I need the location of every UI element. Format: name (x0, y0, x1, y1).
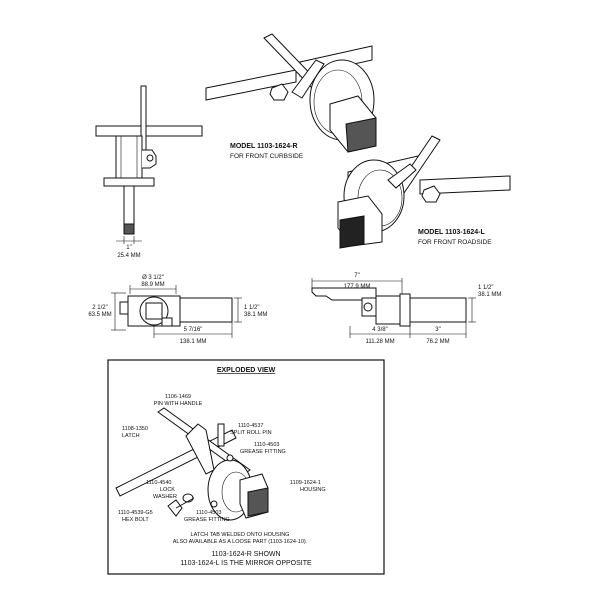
label-grease1-part: 1110-4503 (254, 442, 280, 448)
side-view-shank (123, 185, 135, 225)
exploded-view: EXPLODED VIEW 1106-1469 PIN WITH HANDLE … (107, 359, 385, 575)
front-view-flange (399, 293, 411, 327)
model-l-subtitle: FOR FRONT ROADSIDE (418, 239, 492, 246)
top-view-bottom-in: 5 7/16" (184, 327, 203, 333)
exploded-grease-fitting-2 (210, 500, 218, 508)
shown-line-1: 1103-1624-R SHOWN (211, 551, 280, 558)
front-view-top-mm: 177.9 MM (344, 284, 371, 290)
side-view-shank-tip (123, 223, 135, 235)
label-housing-desc: HOUSING (300, 487, 326, 493)
label-washer-part: 1110-4540 (146, 480, 172, 486)
exploded-grease-fitting-1 (226, 454, 234, 462)
front-view-right-in: 1 1/2" (478, 285, 493, 291)
side-view-housing (115, 135, 143, 179)
label-housing-part: 1109-1624-1 (290, 480, 321, 486)
label-latch-desc: LATCH (122, 433, 140, 439)
top-view-left-in: 2 1/2" (92, 305, 107, 311)
exploded-roll-pin (217, 423, 225, 447)
top-view-right-in: 1 1/2" (244, 305, 259, 311)
front-view-bar (311, 287, 377, 301)
front-view-end-mm: 76.2 MM (426, 339, 449, 345)
top-view-left-mm: 63.5 MM (88, 312, 111, 318)
front-view-shank (409, 297, 467, 323)
model-l-title: MODEL 1103-1624-L (418, 229, 486, 236)
front-view-housing (375, 295, 401, 325)
iso-r-bar-left (205, 69, 297, 101)
exploded-pin-handle (185, 423, 215, 475)
side-view-dim-mm: 25.4 MM (117, 253, 140, 259)
model-r-subtitle: FOR FRONT CURBSIDE (230, 153, 304, 160)
front-view-mid-mm: 111.28 MM (365, 339, 394, 345)
top-view-dia-in: Ø 3 1/2" (142, 275, 164, 281)
front-view-right-mm: 38.1 MM (478, 292, 501, 298)
label-grease2-desc: GREASE FITTING (184, 517, 230, 523)
label-roll-desc: SPLIT ROLL PIN (230, 430, 272, 436)
iso-r-bolt (269, 83, 289, 101)
front-view-end-in: 3" (435, 327, 440, 333)
label-grease2-part: 1110-4503 (196, 510, 222, 516)
side-view: 1" 25.4 MM (95, 85, 203, 259)
front-view-top-in: 7" (354, 273, 359, 279)
front-view-bolt (363, 302, 373, 312)
iso-l-bar-right (419, 175, 511, 195)
shown-line-2: 1103-1624-L IS THE MIRROR OPPOSITE (180, 560, 312, 567)
side-view-dim-in: 1" (126, 245, 131, 251)
label-bolt-part: 1110-4539-G5 (118, 510, 153, 516)
top-view: Ø 3 1/2" 88.9 MM 2 1/2" 63.5 MM 1 1/2" 3… (88, 275, 267, 345)
top-view-bolt (119, 301, 129, 315)
side-view-flange (103, 177, 155, 187)
label-grease1-desc: GREASE FITTING (240, 449, 286, 455)
top-view-dia-mm: 88.9 MM (141, 282, 164, 288)
iso-r-shank-end (345, 117, 377, 153)
isometric-model-r: MODEL 1103-1624-R FOR FRONT CURBSIDE (205, 33, 377, 160)
label-pin-part: 1106-1469 (165, 394, 191, 400)
front-view-mid-in: 4 3/8" (372, 327, 387, 333)
exploded-hex-bolt (167, 499, 183, 517)
label-latch-part: 1108-1350 (122, 426, 148, 432)
side-view-plate (95, 125, 203, 137)
exploded-view-heading: EXPLODED VIEW (217, 367, 276, 374)
top-view-bottom-mm: 138.1 MM (180, 339, 207, 345)
isometric-model-l: MODEL 1103-1624-L FOR FRONT ROADSIDE (337, 135, 511, 249)
iso-l-pin-handle (387, 163, 417, 189)
label-washer-desc1: LOCK (160, 487, 175, 493)
label-washer-desc2: WASHER (153, 494, 177, 500)
iso-r-pin-handle (291, 59, 325, 99)
label-roll-part: 1110-4537 (238, 423, 264, 429)
note-line-1: LATCH TAB WELDED ONTO HOUSING (191, 532, 290, 538)
iso-l-shank-end (339, 215, 365, 249)
top-view-right-mm: 38.1 MM (244, 312, 267, 318)
note-line-2: ALSO AVAILABLE AS A LOOSE PART (1103-162… (173, 539, 308, 545)
front-view: 7" 177.9 MM 1 1/2" 38.1 MM 4 3/8" 111.28… (311, 273, 501, 345)
label-bolt-desc: HEX BOLT (122, 517, 149, 523)
iso-l-bolt (421, 185, 441, 203)
top-view-bar (179, 297, 233, 323)
model-r-title: MODEL 1103-1624-R (230, 143, 298, 150)
label-pin-desc: PIN WITH HANDLE (154, 401, 203, 407)
